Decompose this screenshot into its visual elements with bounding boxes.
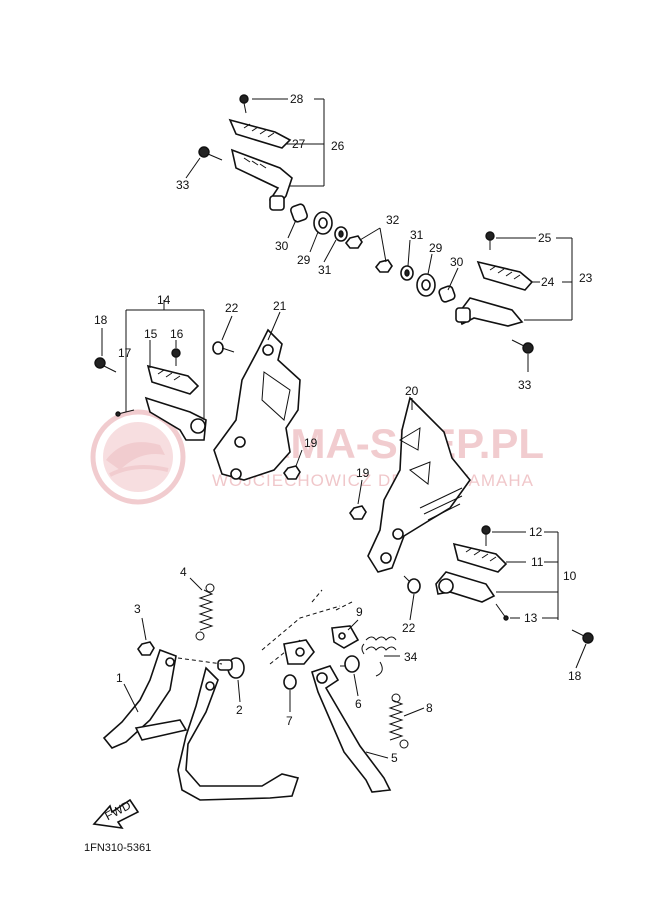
callout-3: 3	[134, 602, 141, 616]
footrest-rubber-15	[146, 364, 200, 395]
washer-31-left	[334, 226, 348, 242]
callout-30-left: 30	[275, 239, 289, 253]
callout-23: 23	[579, 271, 593, 285]
callout-labels: 28 27 26 33 30 29 31 32 31 29 30 25 24 2…	[94, 92, 593, 765]
callout-4: 4	[180, 565, 187, 579]
callout-19-left: 19	[304, 436, 318, 450]
rear-footrest-left-assembly	[198, 94, 363, 249]
callout-6: 6	[355, 697, 362, 711]
callout-24: 24	[541, 275, 555, 289]
bushing-29-left	[313, 211, 333, 235]
callout-33-top: 33	[176, 178, 190, 192]
center-stand-1	[102, 648, 300, 801]
callout-9: 9	[356, 605, 363, 619]
callout-1: 1	[116, 671, 123, 685]
nut-7	[283, 674, 297, 690]
callout-19-right: 19	[356, 466, 370, 480]
bolt-25	[485, 231, 495, 250]
bolt-18-left	[94, 357, 117, 373]
callout-2: 2	[236, 703, 243, 717]
forward-arrow-icon: FWD	[92, 798, 140, 830]
callout-30-right: 30	[450, 255, 464, 269]
callout-34: 34	[404, 650, 418, 664]
callout-21: 21	[273, 299, 287, 313]
rear-footrest-right-assembly	[374, 231, 534, 354]
callout-10: 10	[563, 569, 577, 583]
callout-28: 28	[290, 92, 304, 106]
footrest-rubber-24	[476, 260, 534, 291]
callout-27: 27	[292, 137, 306, 151]
watermark-logo	[90, 409, 186, 505]
callout-16: 16	[170, 327, 184, 341]
pin-13	[495, 603, 509, 621]
nut-32-right	[374, 259, 393, 273]
callout-18-left: 18	[94, 313, 108, 327]
bolt-6	[340, 655, 360, 673]
bolt-33-top	[198, 146, 223, 161]
right-bracket-assembly	[349, 396, 594, 644]
diagram-code: 1FN310-5361	[84, 842, 151, 854]
collar-30-right	[438, 285, 456, 303]
watermark: YAMA-SHEP.PL WOJCIECHOWICZ DEALER YAMAHA	[90, 409, 544, 505]
bolt-12	[481, 525, 491, 546]
left-bracket-assembly	[94, 328, 301, 481]
callout-33-bottom: 33	[518, 378, 532, 392]
side-stand-bracket	[283, 639, 315, 665]
callout-29-right: 29	[429, 241, 443, 255]
callout-22-right: 22	[402, 621, 416, 635]
collar-30-left	[290, 203, 308, 223]
footrest-bracket-23	[455, 297, 524, 327]
plate-9	[331, 625, 360, 649]
callout-31-left: 31	[318, 263, 332, 277]
callout-32: 32	[386, 213, 400, 227]
center-stand-assembly	[102, 583, 300, 801]
nut-19-right	[349, 505, 367, 520]
footrest-10	[435, 571, 496, 603]
footrest-rubber-11	[452, 542, 508, 573]
callout-26: 26	[331, 139, 345, 153]
bolt-2	[217, 657, 245, 679]
bushing-29-right	[416, 273, 436, 297]
callout-12: 12	[529, 525, 543, 539]
footrest-bracket-26	[230, 148, 293, 211]
bolt-22-right	[403, 575, 421, 594]
callout-8: 8	[426, 701, 433, 715]
leader-lines	[101, 98, 587, 759]
callout-7: 7	[286, 714, 293, 728]
callout-13: 13	[524, 611, 538, 625]
bolt-18-right	[571, 629, 594, 644]
footrest-14	[144, 396, 207, 441]
nut-19-left	[283, 465, 301, 480]
bolt-28	[239, 94, 249, 114]
callout-11: 11	[531, 555, 544, 569]
nut-3	[137, 641, 155, 656]
bolt-16	[171, 348, 181, 366]
footrest-rubber-27	[228, 118, 292, 149]
callout-22-left: 22	[225, 301, 239, 315]
spring-4	[195, 583, 215, 641]
callout-15: 15	[144, 327, 158, 341]
callout-5: 5	[391, 751, 398, 765]
spring-34	[361, 636, 397, 677]
spring-8	[388, 693, 409, 749]
callout-20: 20	[405, 384, 419, 398]
footrest-bracket-20	[367, 396, 472, 573]
footrest-bracket-21	[213, 328, 301, 481]
side-stand-assembly	[261, 589, 409, 793]
callout-17: 17	[118, 346, 132, 360]
bolt-22-left	[212, 341, 235, 355]
callout-25: 25	[538, 231, 552, 245]
callout-18-right: 18	[568, 669, 582, 683]
side-stand-5	[311, 665, 392, 793]
bolt-33-bottom	[511, 339, 534, 354]
nut-32-left	[344, 235, 363, 249]
callout-31-right: 31	[410, 228, 424, 242]
callout-29-left: 29	[297, 253, 311, 267]
callout-14: 14	[157, 293, 171, 307]
washer-31-right	[400, 265, 414, 281]
